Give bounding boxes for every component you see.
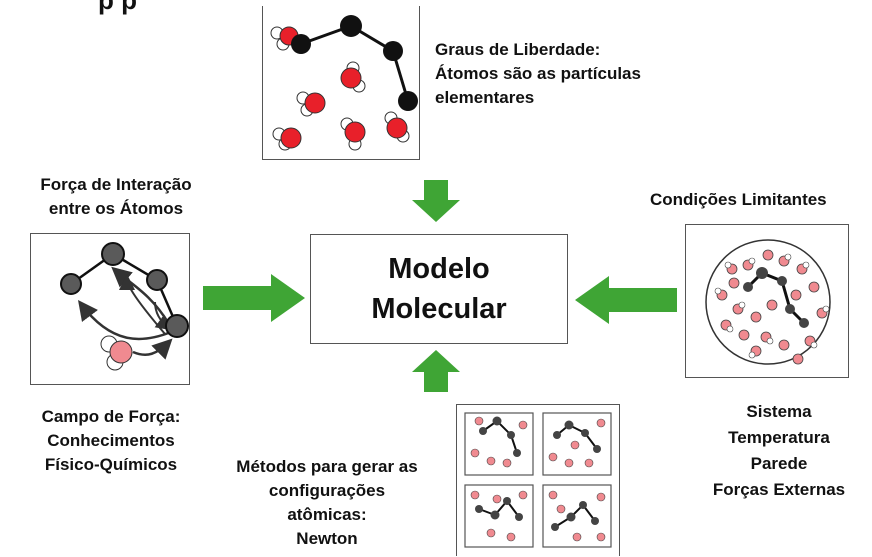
arrow-left-from-right <box>575 276 677 324</box>
methods-line1: Métodos para gerar as <box>236 457 418 476</box>
interaction-force-line2: entre os Átomos <box>48 199 184 218</box>
boundary-conditions-panel <box>685 224 849 378</box>
top-heading-partial: p p <box>98 0 137 15</box>
molecules-panel <box>262 6 420 160</box>
boundary-conditions-illustration <box>705 239 831 365</box>
boundary-item-system: Sistema <box>746 402 812 421</box>
arrow-right-from-left <box>203 274 305 322</box>
methods-line3: atômicas: <box>287 505 367 524</box>
boundary-item-temperature: Temperatura <box>728 428 830 447</box>
interaction-force-line1: Força de Interação <box>40 175 192 194</box>
boundary-conditions-items: Sistema Temperatura Parede Forças Extern… <box>686 399 872 503</box>
force-field-line3: Físico-Químicos <box>44 455 178 474</box>
methods-label: Métodos para gerar as configurações atôm… <box>208 455 446 551</box>
configurations-illustration <box>464 412 612 548</box>
force-field-line2: Conhecimentos <box>47 431 175 450</box>
force-field-illustration <box>60 242 189 371</box>
boundary-item-wall: Parede <box>750 454 808 473</box>
arrow-down-from-top <box>412 180 460 222</box>
molecules-illustration <box>270 15 418 151</box>
degrees-of-freedom-line2: Átomos são as partículas <box>435 64 641 83</box>
interaction-force-label: Força de Interação entre os Átomos <box>0 173 232 221</box>
force-field-label: Campo de Força: Conhecimentos Físico-Quí… <box>8 405 214 477</box>
molecular-model-line2: Molecular <box>371 293 507 325</box>
configurations-panel <box>456 404 620 556</box>
arrow-up-from-bottom <box>412 350 460 392</box>
degrees-of-freedom-label: Graus de Liberdade: Átomos são as partíc… <box>435 38 715 110</box>
methods-line2: configurações <box>268 481 386 500</box>
molecular-model-box: Modelo Molecular <box>310 234 568 344</box>
degrees-of-freedom-line1: Graus de Liberdade: <box>435 40 601 59</box>
molecular-model-line1: Modelo <box>388 253 490 285</box>
degrees-of-freedom-line3: elementares <box>435 88 535 107</box>
methods-line4: Newton <box>296 529 358 548</box>
boundary-item-external-forces: Forças Externas <box>712 480 846 499</box>
force-field-line1: Campo de Força: <box>41 407 181 426</box>
boundary-conditions-title: Condições Limitantes <box>650 190 827 209</box>
force-field-panel <box>30 233 190 385</box>
